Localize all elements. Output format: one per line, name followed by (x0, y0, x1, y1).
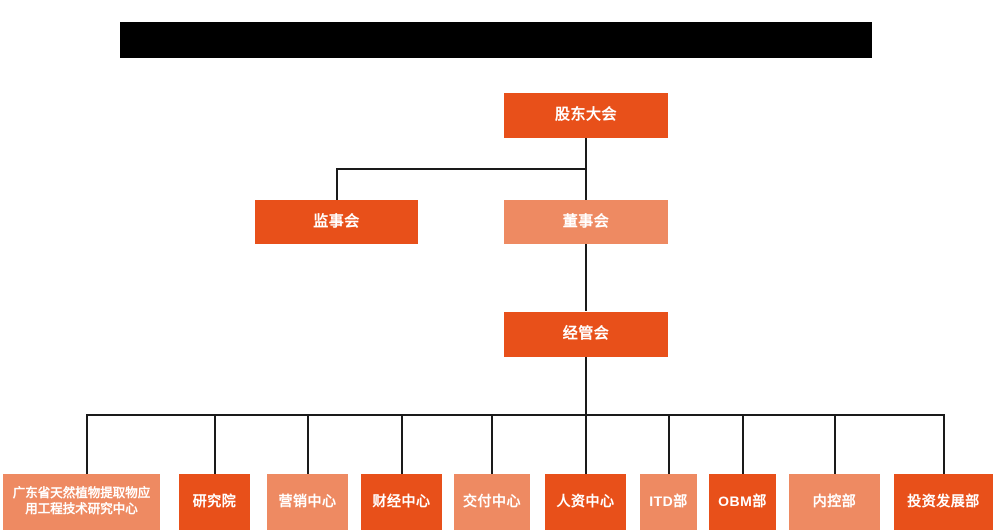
node-internal-control-dept[interactable]: 内控部 (789, 474, 880, 530)
node-investment-development-dept[interactable]: 投资发展部 (894, 474, 993, 530)
redacted-title-banner (120, 22, 872, 58)
node-obm-dept[interactable]: OBM部 (709, 474, 776, 530)
connector-directors-to-management (585, 243, 587, 311)
connector-to-board-of-directors (585, 168, 587, 201)
connector-management-stem (585, 357, 587, 415)
connector-level2-bus (336, 168, 587, 170)
connector-drop-engineering-center (86, 414, 88, 474)
connector-shareholders-stem (585, 138, 587, 170)
node-research-institute[interactable]: 研究院 (179, 474, 250, 530)
connector-drop-marketing-center (307, 414, 309, 474)
connector-drop-investment-development-dept (943, 414, 945, 474)
node-hr-center[interactable]: 人资中心 (545, 474, 626, 530)
node-engineering-center[interactable]: 广东省天然植物提取物应 用工程技术研究中心 (3, 474, 160, 530)
connector-drop-itd-dept (668, 414, 670, 474)
connector-department-bus (86, 414, 943, 416)
node-marketing-center[interactable]: 营销中心 (267, 474, 348, 530)
node-finance-center[interactable]: 财经中心 (361, 474, 442, 530)
connector-drop-delivery-center (491, 414, 493, 474)
connector-drop-internal-control-dept (834, 414, 836, 474)
connector-drop-hr-center (585, 414, 587, 474)
connector-drop-obm-dept (742, 414, 744, 474)
connector-drop-research-institute (214, 414, 216, 474)
node-board-of-supervisors[interactable]: 监事会 (255, 200, 418, 244)
node-management-committee[interactable]: 经管会 (504, 312, 668, 357)
node-shareholders-meeting[interactable]: 股东大会 (504, 93, 668, 138)
node-board-of-directors[interactable]: 董事会 (504, 200, 668, 244)
redacted-title-text (120, 22, 872, 58)
node-delivery-center[interactable]: 交付中心 (454, 474, 530, 530)
connector-drop-finance-center (401, 414, 403, 474)
node-itd-dept[interactable]: ITD部 (640, 474, 697, 530)
connector-to-board-of-supervisors (336, 168, 338, 201)
